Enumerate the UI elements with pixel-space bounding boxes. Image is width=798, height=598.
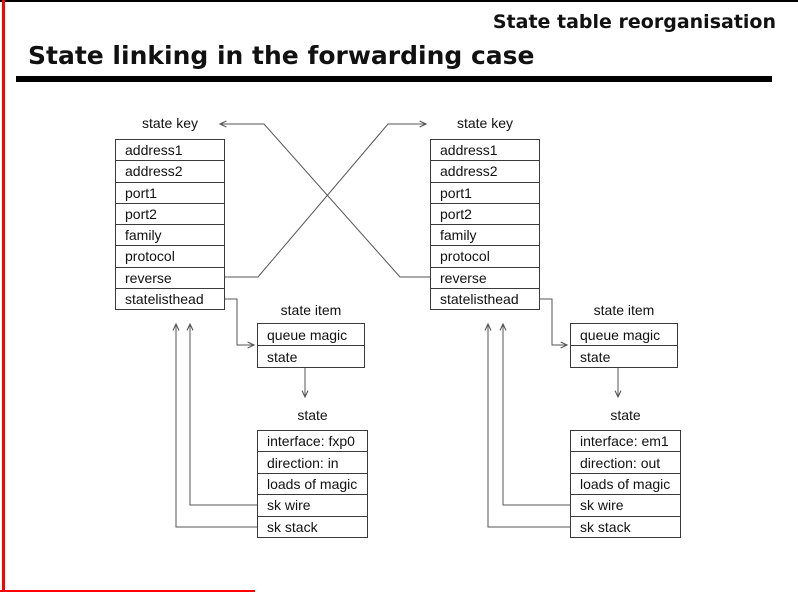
table-row: queue magic	[571, 324, 677, 346]
table-row: state	[267, 348, 298, 365]
arrow-right-statelisthead-to-item	[540, 298, 567, 345]
table-row: loads of magic	[258, 474, 367, 496]
table-row: reverse	[431, 268, 539, 289]
arrow-left-statelisthead-to-item	[225, 298, 254, 345]
table-row: family	[431, 225, 539, 247]
slide-top-border	[0, 0, 798, 2]
table-row: direction: in	[258, 452, 367, 474]
table-row: address2	[116, 161, 224, 183]
arrow-left-reverse-to-right-key	[225, 124, 426, 278]
table-row: protocol	[116, 246, 224, 268]
right-state-key-table: address1 address2 port1 port2 family pro…	[430, 139, 540, 310]
right-state-item-label: state item	[593, 302, 655, 318]
table-row: port1	[431, 183, 539, 204]
table-row: loads of magic	[571, 474, 680, 496]
table-row: interface: fxp0	[258, 431, 367, 453]
table-row: interface: em1	[571, 431, 680, 453]
right-state-key-label: state key	[456, 115, 514, 131]
left-state-table: interface: fxp0 direction: in loads of m…	[257, 430, 368, 538]
right-state-item-table: queue magic state	[570, 323, 678, 368]
left-state-item-table: queue magic state	[257, 323, 365, 368]
table-row: sk wire	[571, 495, 680, 517]
slide-bottom-red-border	[0, 590, 255, 592]
table-row: direction: out	[571, 452, 680, 474]
table-row: protocol	[431, 246, 539, 268]
table-row: state	[580, 348, 611, 365]
table-row: reverse	[116, 268, 224, 289]
table-row: address2	[431, 161, 539, 183]
title-underline-rule	[16, 76, 772, 82]
table-row: family	[116, 225, 224, 247]
arrow-right-reverse-to-left-key	[220, 124, 440, 278]
page-title: State linking in the forwarding case	[28, 41, 535, 70]
arrow-right-skstack-up	[488, 324, 570, 528]
table-row: sk wire	[258, 495, 367, 517]
left-state-label: state	[297, 407, 328, 423]
left-state-item-label: state item	[280, 302, 342, 318]
table-row: queue magic	[258, 324, 364, 346]
table-row: port2	[116, 204, 224, 225]
slide-left-red-border	[2, 0, 5, 592]
arrow-left-skwire-up	[190, 324, 257, 506]
table-row: sk stack	[580, 518, 631, 535]
arrow-right-skwire-up	[503, 324, 570, 506]
left-state-key-table: address1 address2 port1 port2 family pro…	[115, 139, 225, 310]
table-row: statelisthead	[125, 290, 204, 307]
right-state-label: state	[610, 407, 641, 423]
left-state-key-label: state key	[141, 115, 199, 131]
arrow-left-skstack-up	[176, 324, 257, 528]
table-row: address1	[431, 140, 539, 162]
table-row: port2	[431, 204, 539, 225]
table-row: address1	[116, 140, 224, 162]
table-row: statelisthead	[440, 290, 519, 307]
table-row: port1	[116, 183, 224, 204]
slide-header: State table reorganisation	[492, 11, 776, 33]
table-row: sk stack	[267, 518, 318, 535]
right-state-table: interface: em1 direction: out loads of m…	[570, 430, 681, 538]
